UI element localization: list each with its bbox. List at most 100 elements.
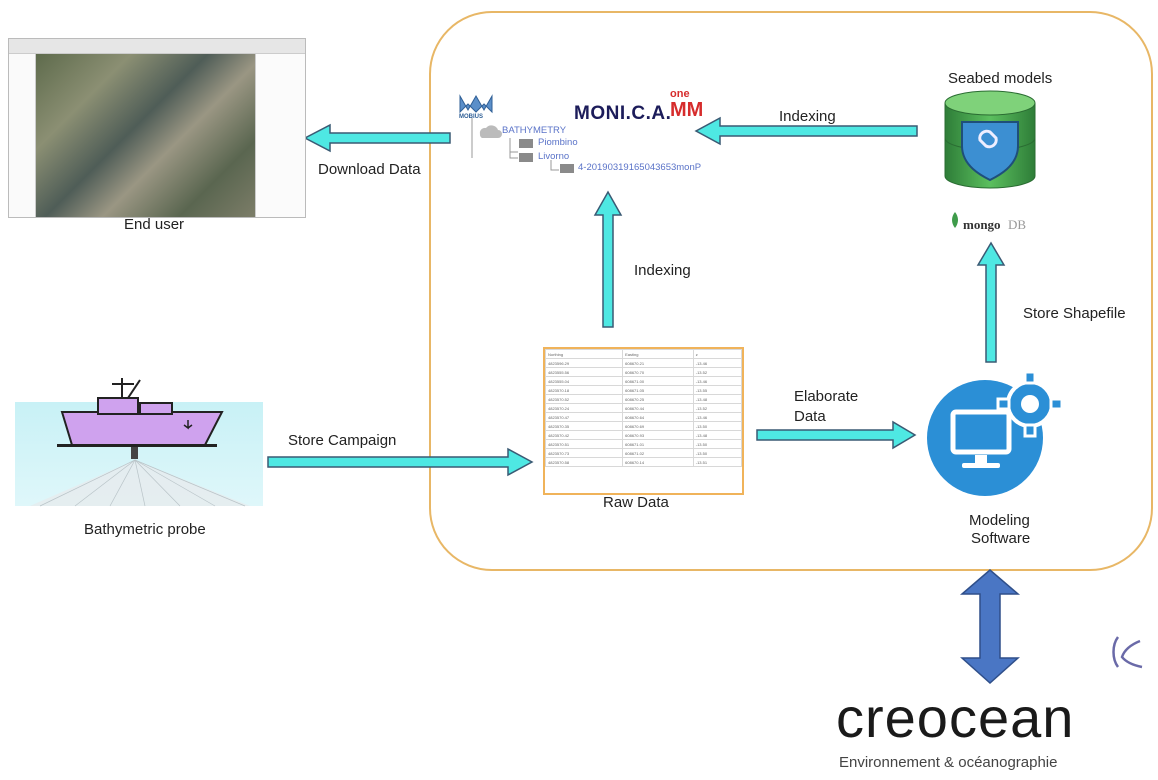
table-cell: -13.52 [692, 367, 743, 377]
table-cell: 608671.02 [622, 448, 694, 458]
gis-map-view [36, 54, 255, 217]
table-cell: -13.48 [692, 394, 743, 404]
folder-icons [519, 139, 574, 173]
elaborate-data-label-line1: Elaborate [794, 388, 859, 405]
modeling-software-icon [927, 370, 1064, 496]
table-header-cell: z [692, 349, 743, 359]
onemm-logo-bottom: MM [670, 99, 704, 121]
mongodb-leaf-icon [952, 212, 958, 228]
system-container [429, 11, 1153, 571]
table-cell: -13.46 [692, 376, 743, 386]
table-cell: -13.50 [692, 448, 743, 458]
table-cell: 608670.70 [622, 367, 694, 377]
cloud-icon [479, 125, 502, 138]
bathymetric-probe-label: Bathymetric probe [84, 521, 206, 538]
table-cell: 608670.14 [622, 457, 694, 467]
mongodb-logo-suffix: DB [1008, 217, 1027, 232]
gis-toolbar [9, 39, 305, 54]
raw-data-label: Raw Data [603, 494, 669, 511]
mobius-logo [459, 94, 493, 114]
gis-right-panel [255, 54, 305, 217]
tree-item-piombino[interactable]: Piombino [538, 137, 578, 148]
table-cell: -13.55 [692, 385, 743, 395]
table-cell: -13.50 [692, 439, 743, 449]
table-cell: -13.51 [692, 457, 743, 467]
table-cell: 4823570.18 [544, 385, 624, 395]
table-header-row: Northing Easting z [544, 349, 743, 359]
table-cell: 4823570.73 [544, 448, 624, 458]
table-cell: 608670.25 [622, 394, 694, 404]
table-cell: 608670.69 [622, 421, 694, 431]
table-cell: 4823596.29 [544, 358, 624, 368]
table-cell: 4823570.47 [544, 412, 624, 422]
table-cell: -13.52 [692, 403, 743, 413]
elaborate-data-label-line2: Data [794, 408, 826, 425]
table-cell: -13.48 [692, 430, 743, 440]
table-cell: -13.46 [692, 358, 743, 368]
table-header-cell: Easting [622, 349, 694, 359]
store-shapefile-label: Store Shapefile [1023, 305, 1126, 322]
modeling-software-label-line1: Modeling [969, 512, 1030, 529]
creocean-logo-text: creocean [836, 686, 1075, 749]
arrow-indexing-vertical [593, 190, 623, 328]
arrow-store-campaign [267, 447, 534, 477]
table-cell: -13.46 [692, 412, 743, 422]
seabed-models-label: Seabed models [948, 70, 1053, 87]
creocean-mark-icon [1112, 636, 1143, 669]
table-cell: 4823570.52 [544, 394, 624, 404]
gis-layer-panel [9, 54, 36, 217]
store-campaign-label: Store Campaign [288, 432, 397, 449]
arrow-download-data [303, 123, 451, 153]
end-user-screenshot [8, 38, 306, 218]
monica-logo: MONI.C.A. [574, 103, 672, 124]
table-cell: 608671.00 [622, 376, 694, 386]
table-cell: 608670.64 [622, 412, 694, 422]
arrow-store-shapefile [976, 241, 1006, 363]
database-icon [944, 90, 1036, 189]
table-cell: 4823555.56 [544, 367, 624, 377]
table-cell: -13.50 [692, 421, 743, 431]
table-cell: 608671.01 [622, 439, 694, 449]
table-cell: 4823570.58 [544, 457, 624, 467]
indexing-top-label: Indexing [779, 108, 836, 125]
table-cell: 608671.05 [622, 385, 694, 395]
arrow-elaborate-data [756, 420, 917, 450]
tree-item-file[interactable]: 4-20190319165043653monP [578, 162, 702, 173]
table-cell: 608670.44 [622, 403, 694, 413]
table-cell: 4823570.51 [544, 439, 624, 449]
tree-root-bathymetry[interactable]: BATHYMETRY [502, 125, 567, 136]
indexing-vertical-label: Indexing [634, 262, 691, 279]
arrow-creocean-link [959, 569, 1021, 685]
mongodb-logo-prefix: mongo [963, 217, 1001, 232]
table-cell: 4823570.24 [544, 403, 624, 413]
table-cell: 4823555.04 [544, 376, 624, 386]
bathymetric-probe-illustration [15, 378, 263, 507]
creocean-subtitle: Environnement & océanographie [839, 754, 1058, 771]
tree-connectors [471, 118, 559, 171]
table-cell: 4823570.35 [544, 421, 624, 431]
table-cell: 4823570.42 [544, 430, 624, 440]
end-user-label: End user [124, 216, 185, 233]
table-cell: 608670.93 [622, 430, 694, 440]
tree-item-livorno[interactable]: Livorno [538, 151, 570, 162]
arrow-indexing-top [694, 116, 918, 146]
table-header-cell: Northing [544, 349, 624, 359]
modeling-software-label-line2: Software [971, 530, 1031, 547]
onemm-logo-top: one [670, 88, 690, 100]
download-data-label: Download Data [318, 161, 421, 178]
